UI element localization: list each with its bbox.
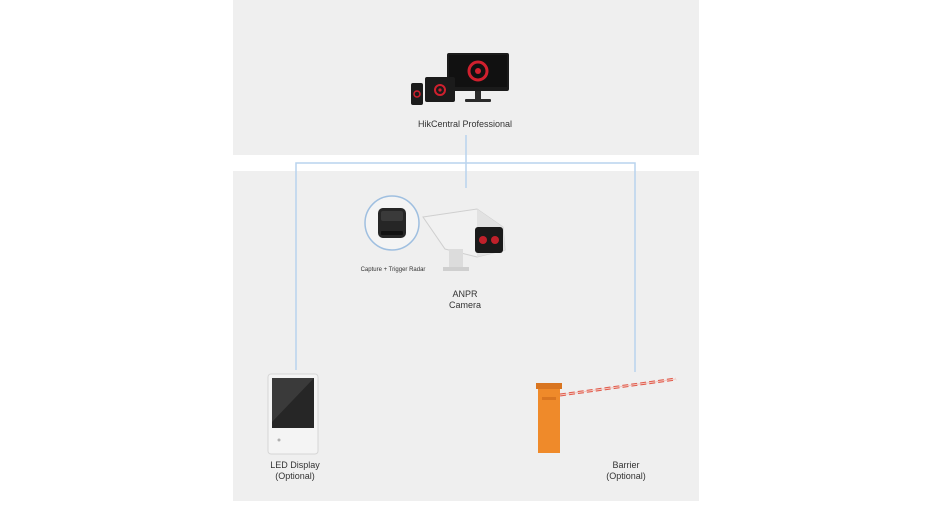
led-display-label: LED Display (Optional) [240, 460, 350, 482]
anpr-camera-label: ANPR Camera [420, 289, 510, 311]
anpr-camera-icon [415, 205, 515, 275]
barrier-label-line2: (Optional) [606, 470, 646, 481]
capture-radar-label: Capture + Trigger Radar [360, 267, 426, 273]
barrier-gate-icon [530, 375, 680, 457]
connector-hik-to-led [295, 162, 466, 370]
anpr-camera-label-line1: ANPR [452, 289, 478, 299]
computer-devices-icon [405, 50, 517, 110]
connector-hik-to-barrier [466, 162, 636, 372]
barrier-label-line1: Barrier [612, 460, 640, 470]
barrier-label: Barrier (Optional) [576, 460, 676, 482]
radar-trigger-icon [362, 193, 422, 253]
hikcentral-label: HikCentral Professional [417, 119, 513, 129]
led-display-label-line2: (Optional) [275, 470, 315, 481]
anpr-camera-label-line2: Camera [448, 299, 481, 310]
led-display-icon [262, 372, 324, 456]
led-display-label-line1: LED Display [270, 460, 320, 470]
